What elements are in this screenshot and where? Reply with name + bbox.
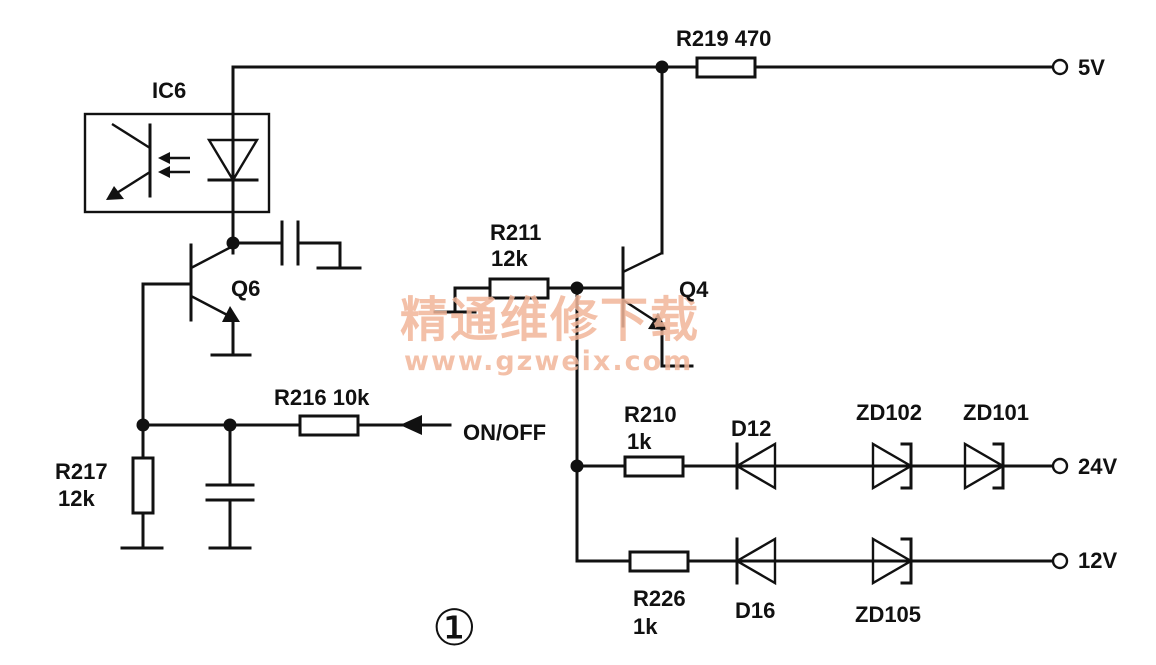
label-r217-value: 12k	[58, 486, 95, 511]
resistor-r210	[623, 455, 685, 478]
watermark-url: www.gzweix.com	[404, 346, 693, 377]
label-r211-name: R211	[490, 220, 541, 245]
label-q6: Q6	[231, 276, 260, 301]
zener-zd105	[871, 536, 914, 586]
diode-d16	[734, 536, 777, 586]
label-r217-name: R217	[55, 459, 108, 484]
label-12v: 12V	[1078, 548, 1117, 573]
capacitor-q6-collector	[231, 220, 362, 270]
label-r210-value: 1k	[627, 429, 652, 454]
zener-zd101	[963, 441, 1006, 491]
resistor-r217	[131, 456, 155, 515]
zener-zd102	[871, 441, 914, 491]
resistor-r226	[628, 550, 690, 573]
resistor-r219	[695, 56, 757, 79]
terminal-24v	[1051, 457, 1069, 475]
figure-number: ①	[432, 599, 477, 657]
optocoupler-ic6	[83, 112, 271, 214]
supply-rail-5v	[231, 56, 1069, 142]
input-network	[120, 414, 452, 550]
resistor-r216	[298, 414, 360, 437]
label-zd102: ZD102	[856, 400, 922, 425]
label-r226-value: 1k	[633, 614, 658, 639]
label-r226-name: R226	[633, 586, 686, 611]
terminal-12v	[1051, 552, 1069, 570]
watermark-chinese: 精通维修下载	[400, 292, 700, 348]
label-d16: D16	[735, 598, 775, 623]
label-24v: 24V	[1078, 454, 1117, 479]
diode-d12	[734, 441, 777, 491]
label-r216: R216 10k	[274, 385, 370, 410]
label-zd105: ZD105	[855, 602, 921, 627]
label-r210-name: R210	[624, 402, 677, 427]
detection-branches	[570, 286, 1069, 586]
label-q4: Q4	[679, 277, 709, 302]
label-r211-value: 12k	[491, 246, 528, 271]
transistor-q4	[433, 65, 694, 368]
on-off-arrow	[400, 415, 422, 435]
label-on-off: ON/OFF	[463, 420, 546, 445]
label-r219: R219 470	[676, 26, 771, 51]
label-5v: 5V	[1078, 55, 1105, 80]
label-zd101: ZD101	[963, 400, 1029, 425]
terminal-5v	[1051, 58, 1069, 76]
label-d12: D12	[731, 416, 771, 441]
label-ic6: IC6	[152, 78, 186, 103]
transistor-q6	[141, 210, 252, 427]
